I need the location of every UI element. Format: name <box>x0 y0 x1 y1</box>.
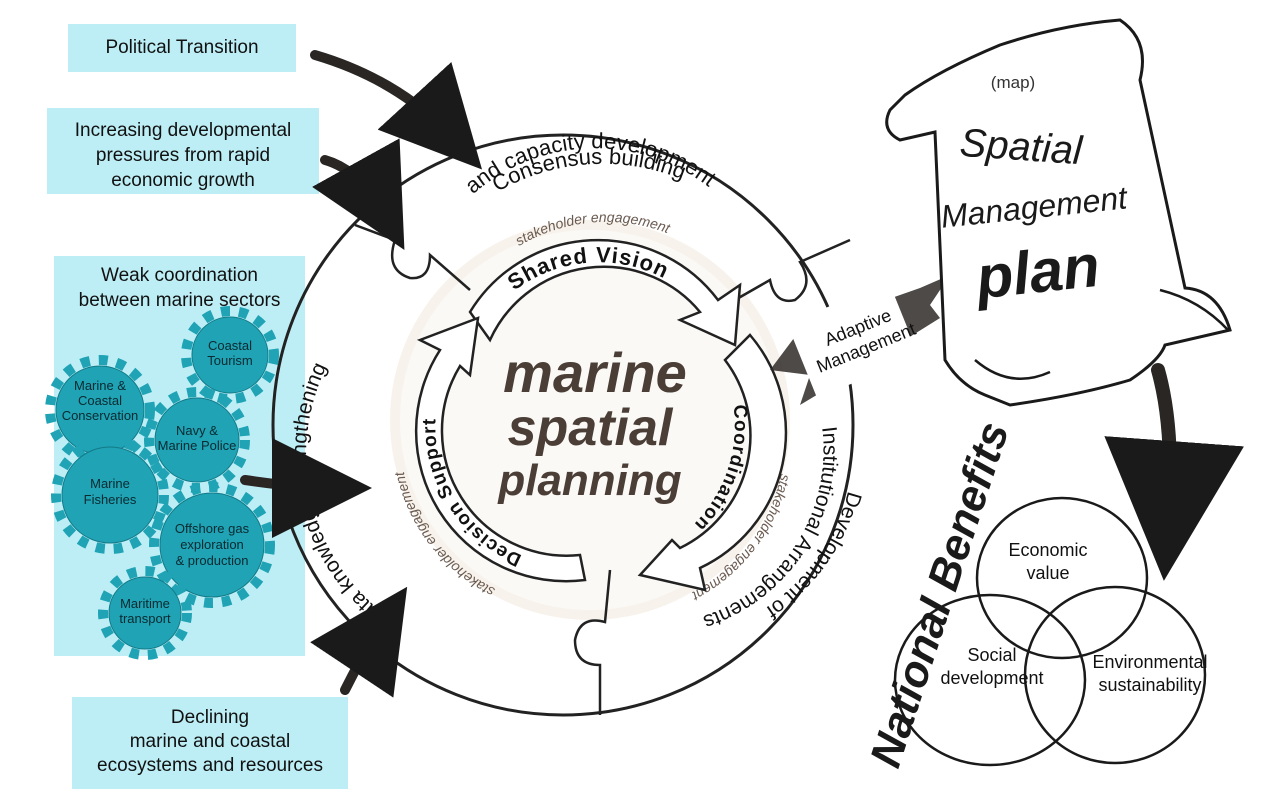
puzzle-divider-top-left <box>354 223 471 291</box>
driver-declining-ecosystems: Declining marine and coastal ecosystems … <box>72 697 348 789</box>
coordination-title-line-1: Weak coordination <box>100 265 259 286</box>
driver-arrows <box>240 50 483 698</box>
venn-social <box>893 593 1087 767</box>
gear-offshore-gas <box>149 482 275 608</box>
puzzle-divider-top-right <box>734 238 851 303</box>
scroll-title-1: Spatial <box>958 121 1084 174</box>
pressures-line-1: Increasing developmental <box>74 120 292 141</box>
scroll-plan: (map) Spatial Management plan <box>885 18 1232 407</box>
arrow-shared-vision <box>468 238 742 347</box>
gear-coastal-tourism <box>181 306 279 404</box>
arrow-political <box>310 50 483 170</box>
benefits-venn <box>893 496 1207 767</box>
declining-line-2: marine and coastal <box>129 731 291 752</box>
driver-political-transition: Political Transition <box>68 24 296 72</box>
scroll-title-3: plan <box>971 232 1103 312</box>
arrow-plan-to-benefits <box>1104 363 1244 581</box>
scroll-map-label: (map) <box>991 73 1035 92</box>
sector-gears <box>45 306 279 660</box>
scroll-outline <box>885 18 1232 407</box>
arrow-pressures <box>312 138 405 250</box>
arrow-declining <box>310 586 408 698</box>
sector-navy: Navy &Marine Police <box>158 423 237 453</box>
coordination-title-line-2: between marine sectors <box>78 290 281 311</box>
gear-maritime-transport <box>98 566 192 660</box>
outer-ring <box>271 133 855 717</box>
declining-line-1: Declining <box>170 707 250 728</box>
declining-line-3: ecosystems and resources <box>97 755 323 776</box>
gear-fisheries <box>51 436 169 554</box>
venn-environmental <box>1023 585 1207 765</box>
venn-economic <box>975 496 1149 660</box>
center-planning: planning <box>497 456 681 505</box>
driver-development-pressures: Increasing developmental pressures from … <box>47 108 319 194</box>
driver-political-label: Political Transition <box>105 37 259 58</box>
arrow-coordination <box>240 437 372 538</box>
pressures-line-3: economic growth <box>111 170 255 191</box>
puzzle-divider-bottom <box>573 569 612 715</box>
center-spatial: spatial <box>508 399 674 457</box>
arrow-coordination <box>637 333 788 592</box>
center-marine: marine <box>503 341 687 404</box>
arrow-decision-support <box>414 316 587 583</box>
ring-left-label: Data knowledge strengthening <box>288 359 395 634</box>
pressures-line-2: pressures from rapid <box>95 145 271 166</box>
adaptive-management-arrow: AdaptiveManagement <box>770 275 950 405</box>
